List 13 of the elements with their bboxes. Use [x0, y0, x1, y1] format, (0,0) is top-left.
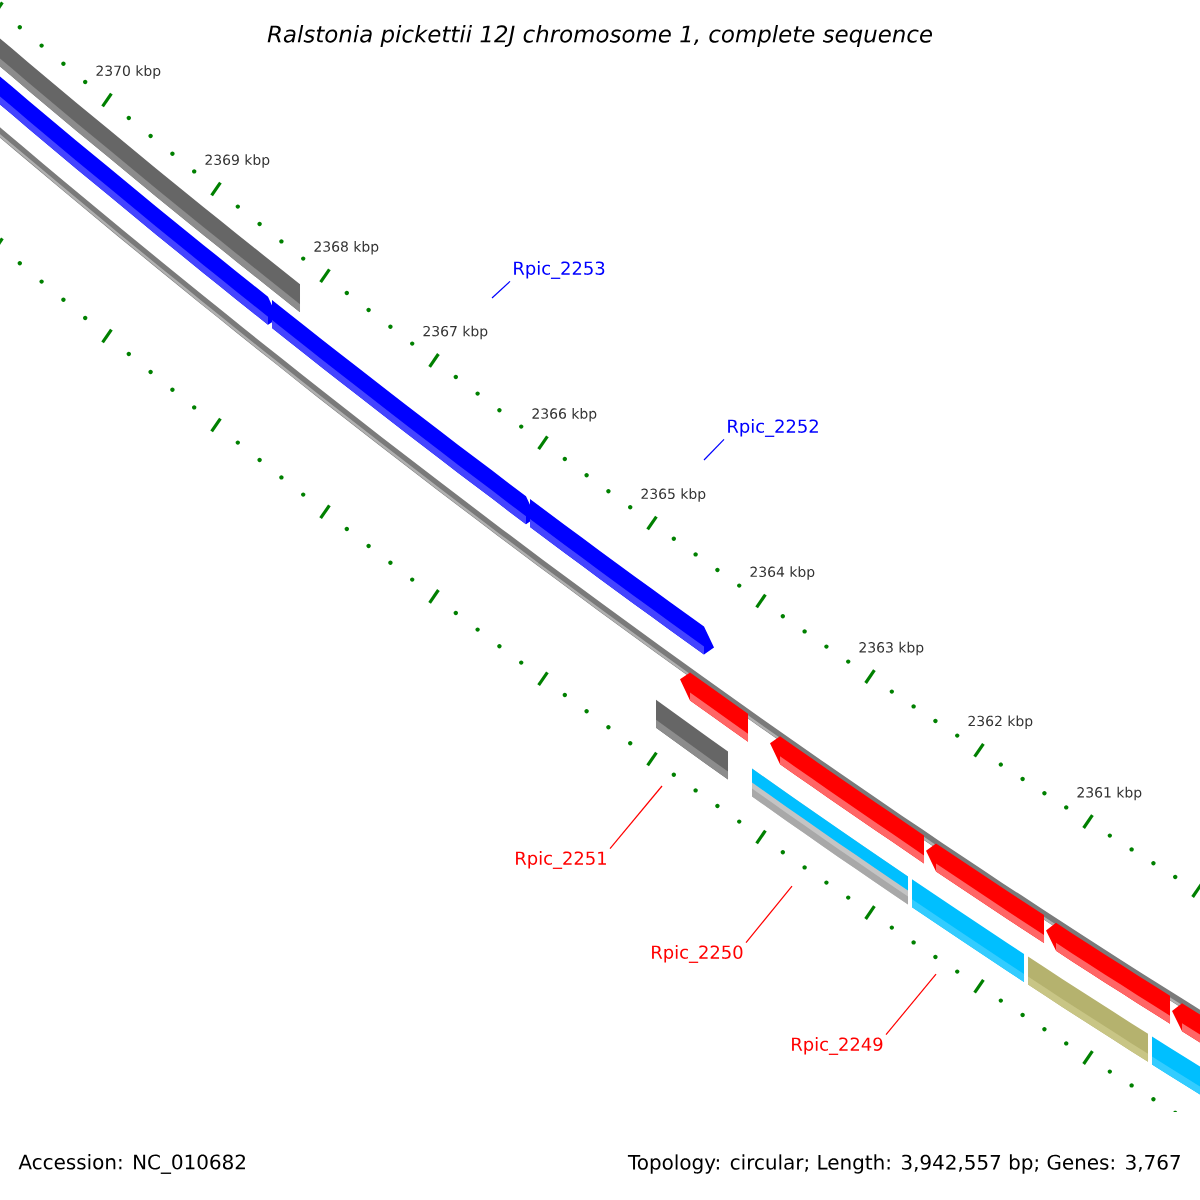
gene-label: Rpic_2252: [728, 419, 818, 437]
accession-text: Accession: NC_010682: [18, 1154, 245, 1174]
title: Ralstonia pickettii 12J chromosome 1, complete sequence: [267, 24, 932, 48]
leader-line: [491, 280, 511, 299]
summary-text: Topology: circular; Length: 3,942,557 bp; Genes: 3,767: [627, 1154, 1180, 1174]
gene-label: Rpic_2250: [652, 945, 743, 963]
leader-line: [745, 885, 793, 944]
leader-line: [703, 438, 725, 461]
leader-line: [609, 785, 663, 850]
gene-label: Rpic_2253: [514, 261, 605, 279]
gene-label: Rpic_2249: [792, 1037, 883, 1055]
leader-line: [885, 973, 937, 1036]
gene-label: Rpic_2251: [516, 851, 606, 869]
